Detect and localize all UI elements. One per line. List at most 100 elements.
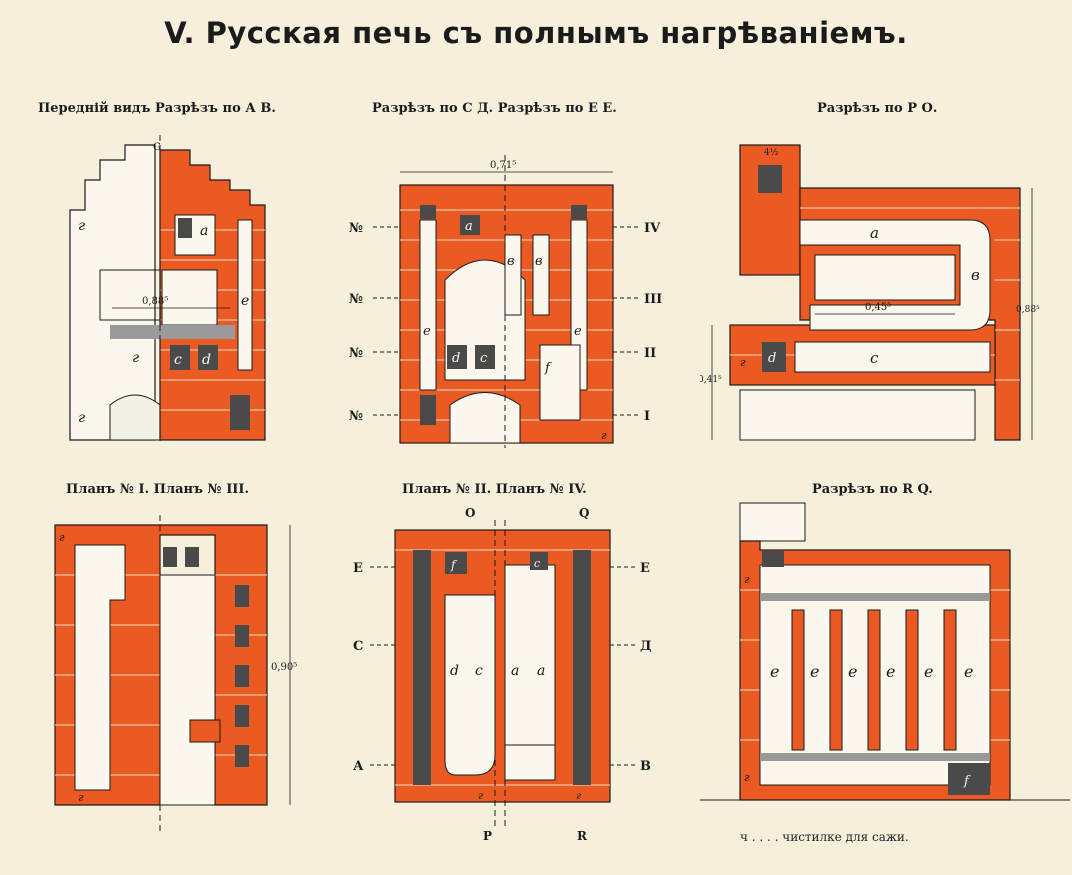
caption-section-po: Разрѣзъ по Р О. bbox=[817, 101, 938, 116]
rq-label-e5: е bbox=[924, 662, 933, 681]
plan-2-4-label-a2: а bbox=[537, 663, 545, 679]
plan-2-4-left-hatch-column bbox=[413, 550, 431, 785]
plan-2-4-channel-d-c bbox=[444, 594, 496, 776]
plan-2-4-label-a1: а bbox=[511, 663, 519, 679]
cd-label-b1: в bbox=[507, 254, 515, 269]
cd-level-iii: III bbox=[644, 292, 662, 307]
cd-left-mark-1: № bbox=[349, 221, 363, 236]
caption-section-rq: Разрѣзъ по R Q. bbox=[812, 482, 933, 497]
cd-flue-f bbox=[539, 344, 581, 421]
section-cd-diagram: 0,71⁵ № № № № IV III II I а в в е е d с … bbox=[349, 155, 662, 448]
po-base bbox=[739, 389, 976, 441]
section-rq-diagram: е е е е е е г г f bbox=[700, 502, 1070, 801]
po-label-g: г bbox=[740, 356, 746, 369]
rq-label-e2: е bbox=[810, 662, 819, 681]
front-mouth-arch bbox=[109, 394, 161, 441]
plan-2-4-hatch-f bbox=[445, 552, 467, 574]
caption-plan-2-4: Планъ № II. Планъ № IV. bbox=[402, 482, 587, 497]
po-label-b: в bbox=[971, 266, 980, 284]
rq-hatch-corner bbox=[762, 551, 784, 567]
plate-title: V. Русская печь съ полнымъ нагрѣваніемъ. bbox=[164, 16, 908, 50]
front-label-top: G bbox=[153, 142, 161, 153]
cd-label-g: г bbox=[601, 429, 607, 442]
cd-label-c: с bbox=[480, 351, 488, 366]
front-hatch-d bbox=[198, 345, 218, 370]
cd-hatch-2 bbox=[571, 205, 587, 219]
rq-label-g2: г bbox=[744, 771, 750, 784]
rq-label-e4: е bbox=[886, 662, 895, 681]
rq-label-f: f bbox=[963, 774, 971, 789]
po-oven-chamber bbox=[814, 254, 956, 301]
plan-1-3-label-g2: г bbox=[78, 791, 84, 804]
cd-hatch-d bbox=[447, 345, 467, 369]
plan-1-3-dimension: 0,90⁵ bbox=[271, 662, 297, 673]
front-flue-e bbox=[237, 219, 253, 371]
plan-2-4-hatch-c bbox=[530, 552, 548, 570]
po-hatch-d bbox=[762, 342, 786, 372]
plan-2-4-right-hatch-column bbox=[573, 550, 591, 785]
rq-bottom-band bbox=[760, 753, 990, 761]
plan-2-4-right-mark-b: В bbox=[640, 759, 651, 774]
plan-2-4-label-g2: г bbox=[576, 791, 581, 802]
rq-label-e6: е bbox=[964, 662, 973, 681]
cd-dimension: 0,71⁵ bbox=[490, 160, 516, 171]
cd-left-flue bbox=[419, 219, 437, 391]
plan-2-4-label-f: f bbox=[450, 558, 458, 572]
cd-level-i: I bbox=[644, 409, 650, 424]
po-top-label: 4½ bbox=[764, 147, 779, 158]
plan-1-3-label-g1: г bbox=[59, 531, 65, 544]
po-channel-c bbox=[794, 341, 991, 373]
cd-level-ii: II bbox=[644, 346, 656, 361]
cd-flue-b1 bbox=[504, 234, 522, 316]
cd-flue-b2 bbox=[532, 234, 550, 316]
po-flue-channel-a bbox=[799, 219, 991, 331]
plan-2-4-right-mark-d: Д bbox=[640, 639, 652, 654]
po-label-c: с bbox=[870, 349, 879, 367]
plan-2-4-diagram: О Q Е С А Е Д В Р R d с а а f с г г bbox=[353, 506, 652, 843]
front-label-g2: г bbox=[132, 350, 139, 366]
rq-chimney-stub bbox=[739, 502, 806, 542]
caption-front-view: Передній видъ Разрѣзъ по А В. bbox=[38, 101, 276, 116]
front-facade-outline bbox=[69, 144, 156, 441]
rq-top-band bbox=[760, 593, 990, 601]
plan-2-4-left-mark-e: Е bbox=[353, 561, 363, 576]
rq-mortar-lines bbox=[740, 589, 1010, 741]
cd-lower-arch bbox=[449, 392, 521, 444]
plan-1-3-flue-channel bbox=[74, 544, 126, 791]
cd-hatch-a bbox=[460, 215, 480, 235]
po-chimney-flue bbox=[758, 165, 782, 193]
plan-2-4-left-mark-a: А bbox=[353, 759, 364, 774]
front-hatch-c bbox=[170, 345, 190, 370]
plan-1-3-lug bbox=[189, 719, 221, 743]
rq-partition-walls bbox=[791, 609, 957, 751]
plan-2-4-left-mark-c: С bbox=[353, 639, 363, 654]
plan-2-4-bottom-mark-p: Р bbox=[483, 829, 492, 843]
front-label-c: с bbox=[174, 352, 182, 368]
section-po-diagram: 4½ 0,45⁵ 0,88⁵ 0,41⁵ а в с г d bbox=[700, 144, 1040, 441]
cd-label-d: d bbox=[452, 351, 460, 366]
cd-label-f: f bbox=[544, 361, 552, 376]
po-dimension-base: 0,41⁵ bbox=[700, 375, 722, 385]
cd-hatch-c bbox=[475, 345, 495, 369]
po-label-a: а bbox=[870, 224, 879, 242]
cd-level-iv: IV bbox=[644, 221, 661, 236]
plan-1-3-void bbox=[159, 574, 216, 806]
po-chimney bbox=[739, 144, 801, 276]
cd-left-mark-3: № bbox=[349, 346, 363, 361]
cd-label-a: а bbox=[465, 219, 473, 234]
po-dimension-height: 0,88⁵ bbox=[1016, 305, 1040, 315]
front-chamber bbox=[161, 269, 218, 326]
plan-2-4-label-c2: с bbox=[534, 557, 540, 570]
cd-label-e1: е bbox=[423, 324, 431, 339]
rq-hatch-f bbox=[948, 763, 990, 795]
cd-left-mark-4: № bbox=[349, 409, 363, 424]
plan-2-4-label-g1: г bbox=[478, 791, 483, 802]
cd-hatch-1 bbox=[420, 205, 436, 219]
plan-2-4-right-mark-e: Е bbox=[640, 561, 650, 576]
rq-label-e1: е bbox=[770, 662, 779, 681]
cd-left-mark-2: № bbox=[349, 292, 363, 307]
plan-2-4-bottom-void bbox=[504, 744, 556, 781]
plan-2-4-top-mark-o: О bbox=[465, 506, 475, 520]
caption-plan-1-3: Планъ № I. Планъ № III. bbox=[66, 482, 249, 497]
cd-label-b2: в bbox=[535, 254, 543, 269]
